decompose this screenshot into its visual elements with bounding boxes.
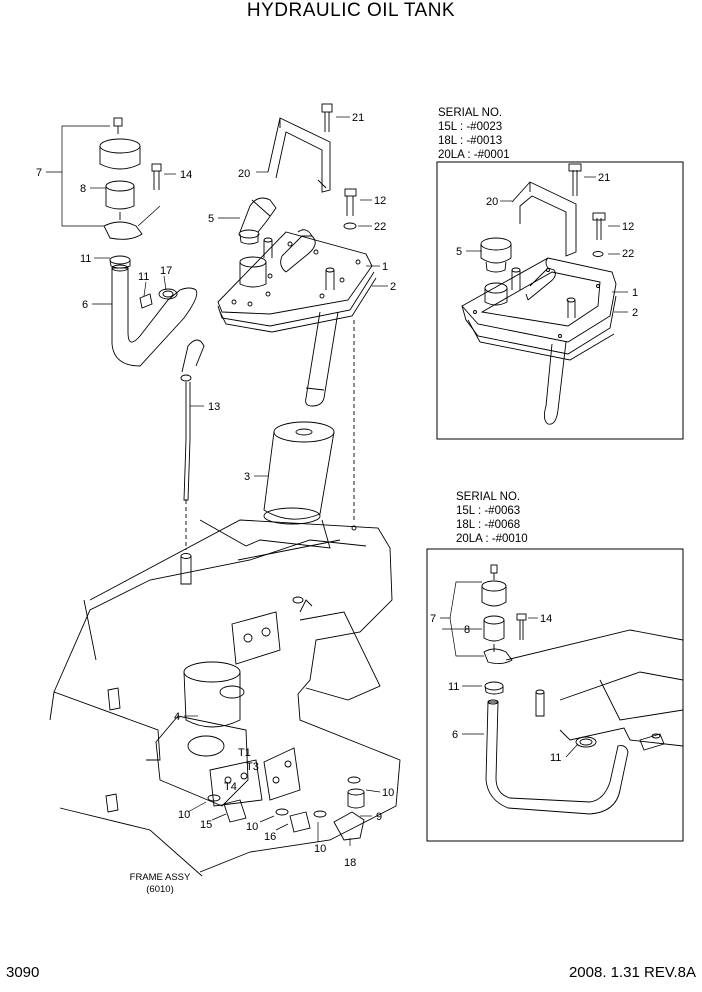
serial-heading: SERIAL NO. — [438, 107, 503, 119]
callout-18: 18 — [344, 857, 356, 869]
callout-10: 10 — [382, 787, 394, 799]
serial-line: 18L : -#0068 — [456, 519, 521, 531]
port-label-t3: T3 — [246, 761, 259, 773]
callout-6: 6 — [452, 729, 458, 741]
callout-16: 16 — [264, 831, 276, 843]
inset-frame-lower — [426, 548, 684, 842]
callout-4: 4 — [174, 711, 180, 723]
port-label-t4: T4 — [224, 781, 237, 793]
callout-12: 12 — [622, 221, 634, 233]
inset-upper-leaders — [466, 176, 628, 313]
inset-upper-callouts: 20 21 12 22 5 1 2 — [456, 172, 638, 319]
frame-assy-label: FRAME ASSY (6010) — [120, 872, 200, 896]
callout-3: 3 — [244, 471, 250, 483]
serial-line: 20LA : -#0010 — [456, 533, 528, 545]
revision-date: 2008. 1.31 REV.8A — [568, 964, 696, 981]
callout-1: 1 — [632, 287, 638, 299]
inset-lower-callouts: 7 8 14 11 6 11 — [430, 613, 561, 764]
serial-heading: SERIAL NO. — [456, 491, 521, 503]
serial-block-upper: SERIAL NO. 15L : -#0023 18L : -#0013 20L… — [438, 106, 510, 162]
callout-8: 8 — [80, 183, 86, 195]
callout-7: 7 — [430, 613, 436, 625]
callout-22: 22 — [374, 221, 386, 233]
callout-11: 11 — [550, 752, 561, 764]
inset-upper-drawing — [461, 163, 617, 425]
callout-21: 21 — [598, 172, 610, 184]
callout-11: 11 — [80, 253, 91, 265]
main-callouts: 21 20 12 22 1 2 5 7 8 14 11 11 17 6 13 3… — [36, 112, 396, 869]
callout-5: 5 — [456, 246, 462, 258]
callout-10: 10 — [314, 843, 326, 855]
callout-10: 10 — [246, 821, 258, 833]
page-number: 3090 — [6, 964, 40, 981]
inset-lower-drawing — [481, 564, 684, 815]
serial-line: 20LA : -#0001 — [438, 149, 510, 161]
main-drawing — [49, 103, 401, 877]
inset-frame-upper — [436, 161, 684, 440]
callout-14: 14 — [180, 169, 192, 181]
callout-20: 20 — [486, 196, 498, 208]
callout-17: 17 — [160, 265, 172, 277]
frame-assy-name: FRAME ASSY — [129, 872, 191, 883]
callout-10: 10 — [178, 809, 190, 821]
serial-line: 15L : -#0023 — [438, 121, 503, 133]
serial-line: 15L : -#0063 — [456, 505, 521, 517]
port-label-t1: T1 — [238, 747, 251, 759]
callout-6: 6 — [82, 299, 88, 311]
serial-line: 18L : -#0013 — [438, 135, 503, 147]
callout-22: 22 — [622, 248, 634, 260]
callout-2: 2 — [390, 281, 396, 293]
main-leaders — [46, 116, 388, 846]
page-title: HYDRAULIC OIL TANK — [246, 0, 456, 21]
callout-5: 5 — [208, 213, 214, 225]
callout-20: 20 — [238, 168, 250, 180]
callout-21: 21 — [352, 112, 364, 124]
callout-11: 11 — [138, 271, 149, 283]
callout-13: 13 — [208, 401, 220, 413]
serial-block-lower: SERIAL NO. 15L : -#0063 18L : -#0068 20L… — [456, 490, 528, 546]
callout-1: 1 — [382, 261, 388, 273]
callout-8: 8 — [464, 624, 470, 636]
inset-lower-leaders — [440, 581, 579, 758]
callout-11: 11 — [448, 681, 459, 693]
callout-2: 2 — [632, 307, 638, 319]
callout-15: 15 — [200, 819, 212, 831]
callout-9: 9 — [376, 811, 382, 823]
callout-7: 7 — [36, 167, 42, 179]
callout-12: 12 — [374, 195, 386, 207]
callout-14: 14 — [540, 613, 552, 625]
frame-assy-code: (6010) — [146, 884, 174, 895]
